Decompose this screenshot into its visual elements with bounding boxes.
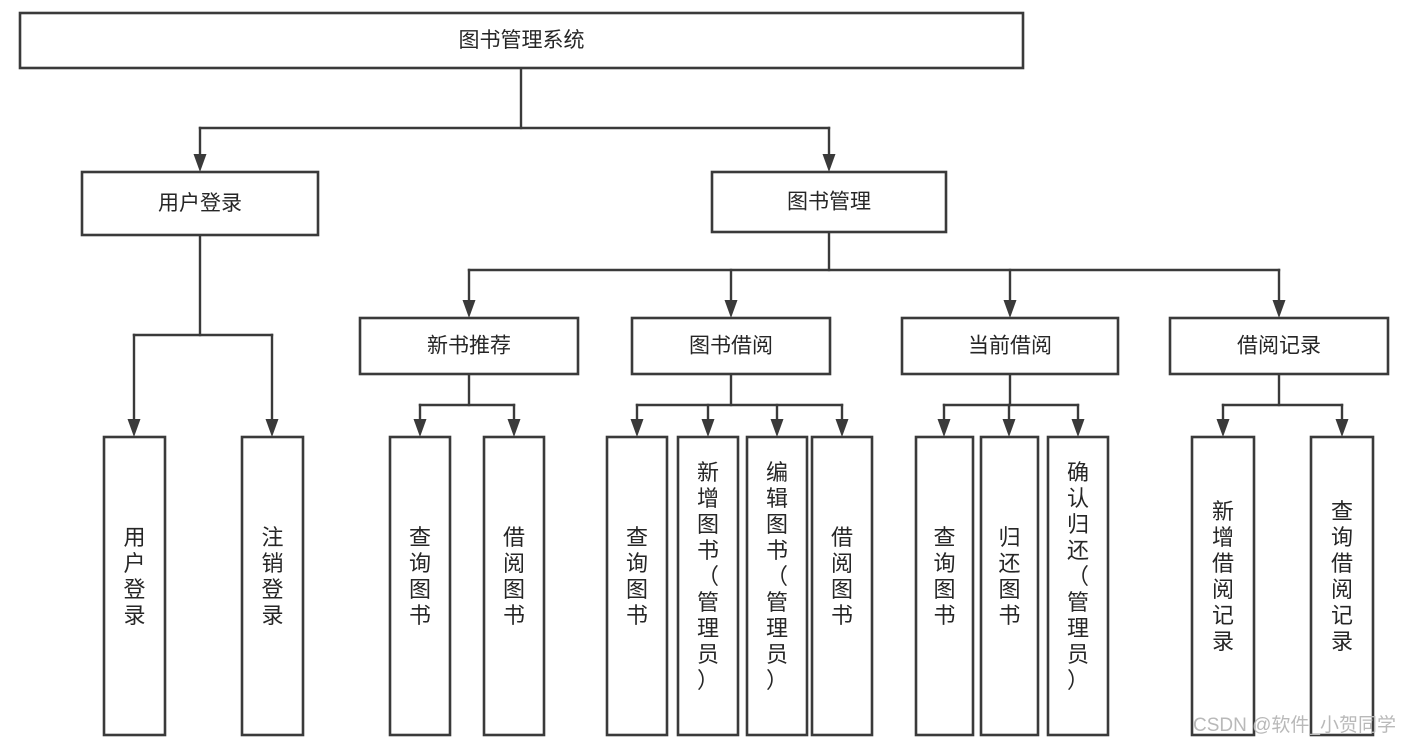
node-label: 查询图书: [933, 525, 955, 628]
node-box[interactable]: [914, 435, 975, 737]
connector-book-borrow-to-leaves: [630, 372, 849, 437]
node-label: 图书管理: [787, 191, 871, 214]
node-box[interactable]: [676, 435, 740, 737]
node-label: 用户登录: [123, 525, 145, 628]
node-root[interactable]: 图书管理系统: [18, 11, 1025, 70]
node-label: 图书管理系统: [459, 29, 585, 52]
arrow-head-icon: [413, 419, 427, 437]
node-book-borrow[interactable]: 图书借阅: [630, 316, 832, 376]
arrow-head-icon: [193, 154, 207, 172]
connectors-layer: [127, 66, 1349, 437]
node-box[interactable]: [18, 11, 1025, 70]
arrow-head-icon: [937, 419, 951, 437]
connector-book-management-to-level2: [462, 230, 1286, 318]
arrow-head-icon: [630, 419, 644, 437]
node-label: 借阅图书: [503, 525, 525, 628]
node-leaf-edit-book[interactable]: 编辑图书（管理员）: [745, 435, 809, 737]
connector-user-login-to-leaves: [127, 233, 279, 437]
node-label: 注销登录: [261, 525, 283, 628]
node-box[interactable]: [605, 435, 669, 737]
node-book-management[interactable]: 图书管理: [710, 170, 948, 234]
node-box[interactable]: [240, 435, 305, 737]
node-label: 编辑图书（管理员）: [766, 460, 788, 693]
node-leaf-borrow-book-2[interactable]: 借阅图书: [810, 435, 874, 737]
arrow-head-icon: [1216, 419, 1230, 437]
node-label: 借阅图书: [831, 525, 853, 628]
node-box[interactable]: [979, 435, 1040, 737]
arrow-head-icon: [127, 419, 141, 437]
connector-current-borrow-to-leaves: [937, 372, 1085, 437]
node-leaf-query-book-3[interactable]: 查询图书: [914, 435, 975, 737]
arrow-head-icon: [1002, 419, 1016, 437]
node-leaf-confirm-return[interactable]: 确认归还（管理员）: [1046, 435, 1110, 737]
arrow-head-icon: [1071, 419, 1085, 437]
node-box[interactable]: [1046, 435, 1110, 737]
csdn-watermark: CSDN @软件_小贺同学: [1193, 714, 1396, 736]
node-label: 新增借阅记录: [1212, 499, 1234, 654]
arrow-head-icon: [701, 419, 715, 437]
node-box[interactable]: [810, 435, 874, 737]
arrow-head-icon: [1003, 300, 1017, 318]
node-leaf-borrow-book-1[interactable]: 借阅图书: [482, 435, 546, 737]
node-label: 查询图书: [409, 525, 431, 628]
node-label: 当前借阅: [968, 335, 1052, 358]
node-label: 新增图书（管理员）: [697, 460, 719, 693]
node-user-login[interactable]: 用户登录: [80, 170, 320, 237]
node-box[interactable]: [710, 170, 948, 234]
node-new-book-recommend[interactable]: 新书推荐: [358, 316, 580, 376]
node-leaf-query-book-2[interactable]: 查询图书: [605, 435, 669, 737]
arrow-head-icon: [462, 300, 476, 318]
node-label: 查询借阅记录: [1331, 499, 1353, 654]
arrow-head-icon: [770, 419, 784, 437]
node-leaf-add-record[interactable]: 新增借阅记录: [1190, 435, 1256, 737]
node-label: 新书推荐: [427, 335, 511, 358]
node-label: 图书借阅: [689, 335, 773, 358]
nodes-layer: 图书管理系统用户登录图书管理新书推荐图书借阅当前借阅借阅记录用户登录注销登录查询…: [18, 11, 1390, 737]
node-label: 用户登录: [158, 192, 242, 215]
node-box[interactable]: [1190, 435, 1256, 737]
node-label: 查询图书: [626, 525, 648, 628]
arrow-head-icon: [1335, 419, 1349, 437]
arrow-head-icon: [507, 419, 521, 437]
node-box[interactable]: [358, 316, 580, 376]
node-leaf-query-record[interactable]: 查询借阅记录: [1309, 435, 1375, 737]
arrow-head-icon: [1272, 300, 1286, 318]
node-current-borrow[interactable]: 当前借阅: [900, 316, 1120, 376]
node-leaf-logout[interactable]: 注销登录: [240, 435, 305, 737]
node-borrow-record[interactable]: 借阅记录: [1168, 316, 1390, 376]
node-box[interactable]: [1168, 316, 1390, 376]
node-box[interactable]: [102, 435, 167, 737]
arrow-head-icon: [835, 419, 849, 437]
node-label: 借阅记录: [1237, 335, 1321, 358]
node-label: 归还图书: [998, 525, 1020, 628]
node-box[interactable]: [900, 316, 1120, 376]
arrow-head-icon: [724, 300, 738, 318]
connector-borrow-record-to-leaves: [1216, 372, 1349, 437]
node-leaf-query-book-1[interactable]: 查询图书: [388, 435, 452, 737]
node-box[interactable]: [80, 170, 320, 237]
node-leaf-user-login[interactable]: 用户登录: [102, 435, 167, 737]
arrow-head-icon: [822, 154, 836, 172]
node-box[interactable]: [482, 435, 546, 737]
node-box[interactable]: [630, 316, 832, 376]
connector-new-book-recommend-to-leaves: [413, 372, 521, 437]
node-label: 确认归还（管理员）: [1067, 460, 1089, 693]
node-leaf-return-book[interactable]: 归还图书: [979, 435, 1040, 737]
connector-root-to-level1: [193, 66, 836, 172]
node-box[interactable]: [745, 435, 809, 737]
node-box[interactable]: [388, 435, 452, 737]
watermark-layer: CSDN @软件_小贺同学: [1193, 714, 1396, 736]
node-leaf-add-book[interactable]: 新增图书（管理员）: [676, 435, 740, 737]
node-box[interactable]: [1309, 435, 1375, 737]
arrow-head-icon: [265, 419, 279, 437]
